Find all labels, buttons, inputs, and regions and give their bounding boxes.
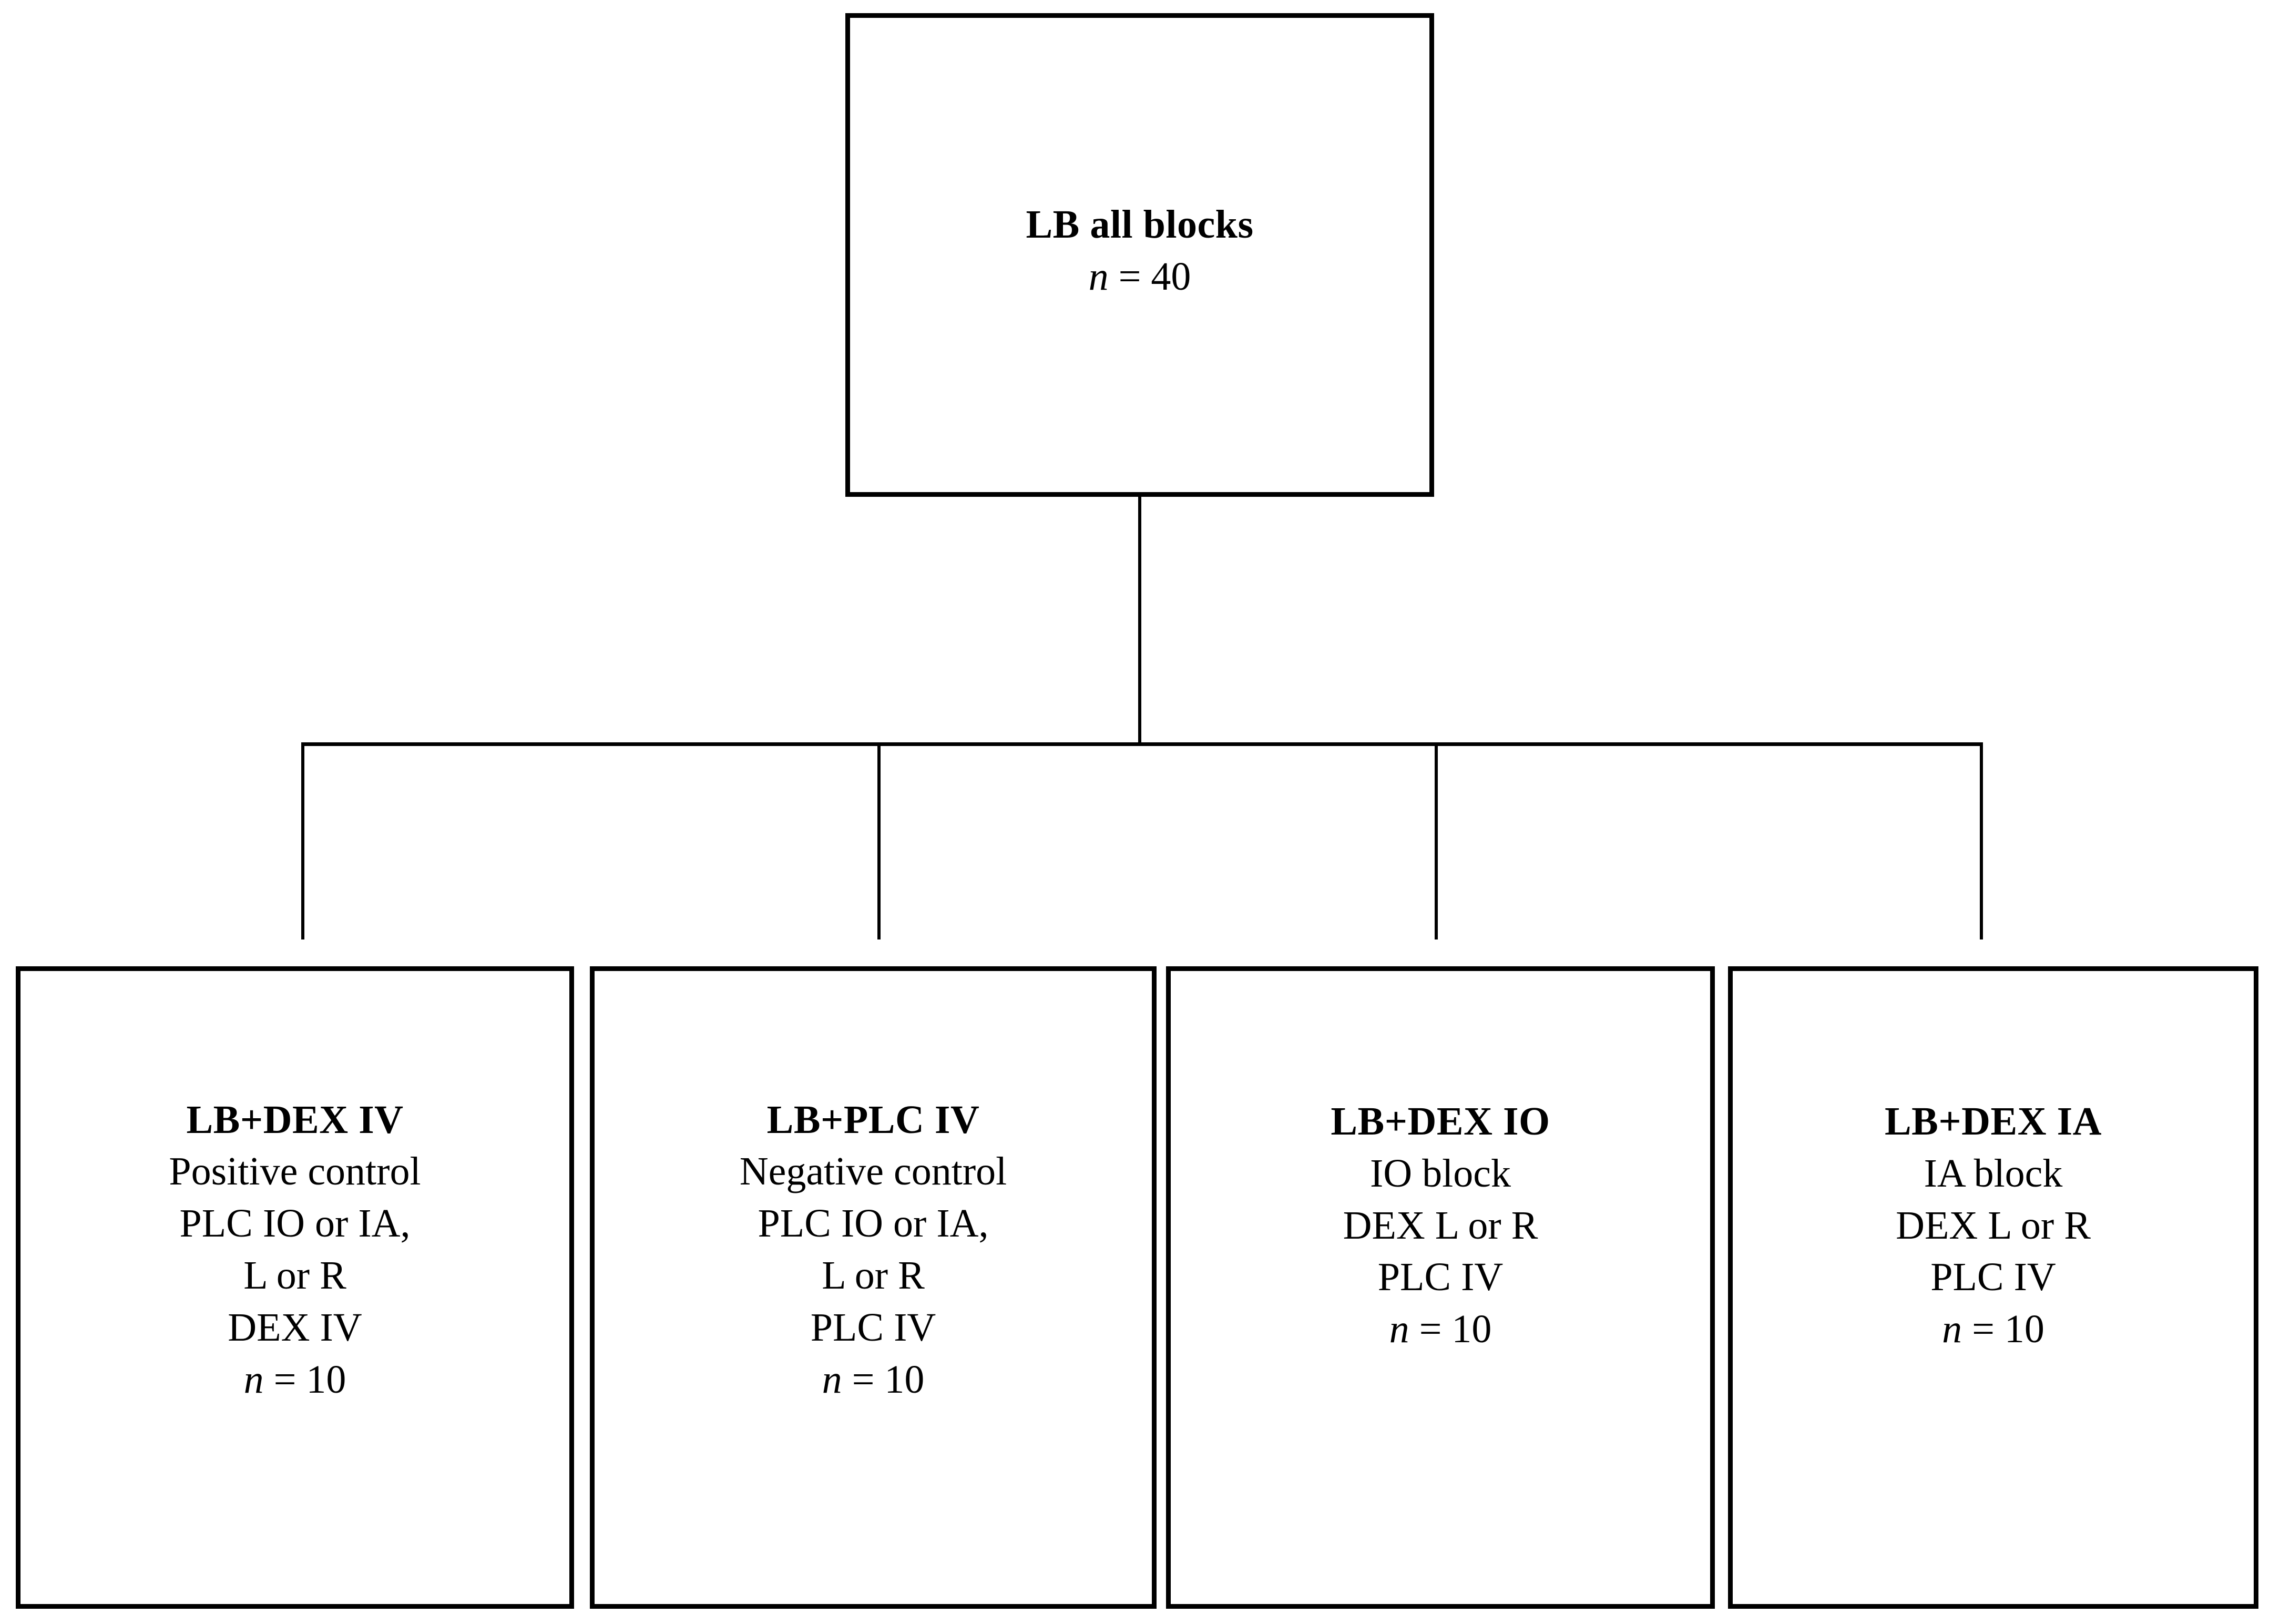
node-branch-2-line-4: PLC IV [810, 1305, 936, 1350]
node-branch-4-line-3: PLC IV [1930, 1255, 2056, 1300]
connector-drop-branch-3 [1435, 742, 1438, 939]
node-branch-4-n-symbol: n [1942, 1307, 1962, 1352]
node-branch-1-n-value: = 10 [263, 1357, 346, 1402]
node-branch-4-line-1: IA block [1924, 1151, 2063, 1196]
node-branch-2-sample-size: n = 10 [595, 1354, 1152, 1406]
node-branch-3-line-3: PLC IV [1377, 1255, 1504, 1300]
node-root-n-value: = 40 [1108, 254, 1191, 299]
node-branch-4-content: LB+DEX IA IA block DEX L or R PLC IV n =… [1733, 1096, 2254, 1355]
node-root-title: LB all blocks [1026, 202, 1254, 247]
node-branch-2-line-3: L or R [822, 1253, 925, 1298]
node-branch-3-n-symbol: n [1389, 1307, 1409, 1352]
node-branch-1-title: LB+DEX IV [186, 1097, 404, 1142]
node-branch-2-title: LB+PLC IV [766, 1097, 980, 1142]
node-branch-2-line-1: Negative control [739, 1149, 1007, 1194]
node-branch-4-sample-size: n = 10 [1733, 1303, 2254, 1355]
node-branch-lb-plc-iv: LB+PLC IV Negative control PLC IO or IA,… [590, 966, 1157, 1609]
node-branch-3-title: LB+DEX IO [1331, 1099, 1550, 1143]
connector-drop-branch-2 [877, 742, 881, 939]
node-branch-2-line-2: PLC IO or IA, [758, 1201, 989, 1246]
node-branch-lb-dex-iv: LB+DEX IV Positive control PLC IO or IA,… [16, 966, 574, 1609]
node-branch-lb-dex-ia: LB+DEX IA IA block DEX L or R PLC IV n =… [1728, 966, 2258, 1609]
connector-horizontal-bar [301, 742, 1983, 746]
node-branch-2-n-value: = 10 [842, 1357, 925, 1402]
connector-drop-branch-4 [1980, 742, 1983, 939]
node-branch-2-content: LB+PLC IV Negative control PLC IO or IA,… [595, 1094, 1152, 1406]
node-branch-3-line-1: IO block [1369, 1151, 1511, 1196]
node-branch-3-line-2: DEX L or R [1343, 1203, 1538, 1248]
connector-root-stem [1138, 497, 1141, 745]
node-branch-3-sample-size: n = 10 [1171, 1303, 1710, 1355]
node-branch-1-sample-size: n = 10 [21, 1354, 569, 1406]
node-branch-4-line-2: DEX L or R [1896, 1203, 2091, 1248]
node-branch-1-line-1: Positive control [169, 1149, 421, 1194]
node-branch-1-line-3: L or R [243, 1253, 346, 1298]
node-branch-1-n-symbol: n [243, 1357, 264, 1402]
node-branch-4-n-value: = 10 [1962, 1307, 2044, 1352]
node-root-sample-size: n = 40 [850, 251, 1429, 303]
node-branch-2-n-symbol: n [822, 1357, 842, 1402]
node-branch-3-content: LB+DEX IO IO block DEX L or R PLC IV n =… [1171, 1096, 1710, 1355]
node-branch-1-line-4: DEX IV [228, 1305, 362, 1350]
node-root-n-symbol: n [1088, 254, 1109, 299]
node-branch-1-line-2: PLC IO or IA, [179, 1201, 411, 1246]
node-branch-lb-dex-io: LB+DEX IO IO block DEX L or R PLC IV n =… [1166, 966, 1715, 1609]
node-branch-3-n-value: = 10 [1409, 1307, 1492, 1352]
node-branch-4-title: LB+DEX IA [1884, 1099, 2102, 1143]
connector-drop-branch-1 [301, 742, 304, 939]
node-root-content: LB all blocks n = 40 [850, 199, 1429, 303]
node-root-lb-all-blocks: LB all blocks n = 40 [845, 13, 1434, 497]
node-branch-1-content: LB+DEX IV Positive control PLC IO or IA,… [21, 1094, 569, 1406]
